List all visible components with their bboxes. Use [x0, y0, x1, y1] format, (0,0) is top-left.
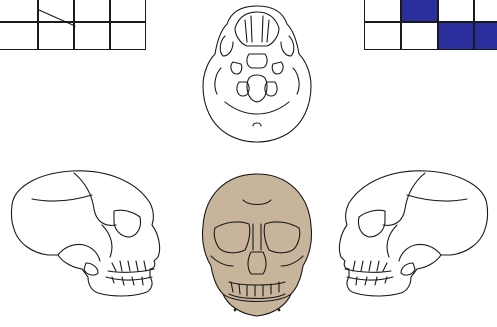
- view-selector-grid-right: [364, 0, 497, 50]
- skull-inferior-view: [195, 2, 320, 144]
- grid-cell-right-r0-c3: [474, 0, 497, 22]
- grid-cell-left-r0-c2: [74, 0, 110, 22]
- grid-cell-left-r0-c3: [110, 0, 146, 22]
- skull-right-lateral-view: [332, 165, 497, 300]
- grid-cell-left-r0-c1: [38, 0, 74, 22]
- grid-cell-left-r1-c2: [74, 22, 110, 50]
- view-selector-grid-left: [0, 0, 146, 50]
- grid-cell-left-r1-c1: [38, 22, 74, 50]
- grid-cell-right-r0-c2: [438, 0, 474, 22]
- grid-cell-left-r1-c0: [0, 22, 38, 50]
- grid-cell-left-r0-c0: [0, 0, 38, 22]
- grid-cell-right-r1-c1: [401, 22, 438, 50]
- skull-anterior-view: [195, 170, 320, 320]
- grid-cell-left-r1-c3: [110, 22, 146, 50]
- grid-cell-right-r0-c0: [364, 0, 401, 22]
- grid-cell-right-r1-c0: [364, 22, 401, 50]
- skull-left-lateral-view: [2, 165, 167, 300]
- grid-cell-right-r0-c1: [401, 0, 438, 22]
- grid-cell-right-r1-c2: [438, 22, 474, 50]
- grid-cell-right-r1-c3: [474, 22, 497, 50]
